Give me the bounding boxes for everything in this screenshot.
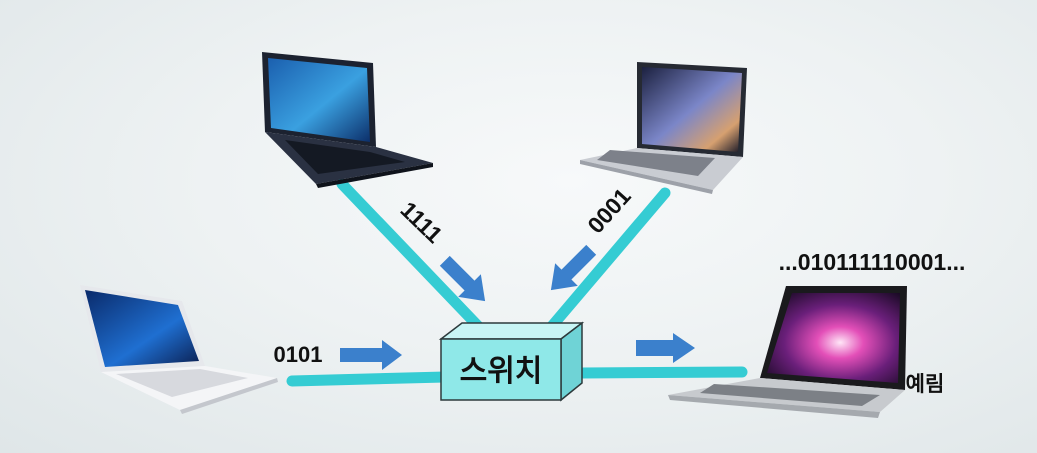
- arrow-icon: [340, 340, 402, 370]
- arrow-icon: [636, 333, 695, 363]
- arrow-icon: [550, 244, 597, 291]
- laptop-icon: [80, 285, 278, 414]
- arrow-icon: [439, 255, 486, 302]
- bits-left: 0101: [274, 342, 323, 367]
- cable-right: [576, 366, 748, 379]
- laptop-icon: [580, 62, 747, 194]
- cable-top-left: [336, 178, 484, 332]
- cable-left: [286, 371, 451, 387]
- laptop-icon: [668, 286, 907, 418]
- receiver-name: 예림: [906, 373, 945, 396]
- switch-label: 스위치: [460, 355, 543, 388]
- cable-top-right: [546, 187, 671, 332]
- output-bit-stream: ...010111110001...: [779, 249, 966, 275]
- laptop-icon: [262, 52, 433, 188]
- cables: [286, 178, 748, 387]
- arrows: [340, 244, 695, 370]
- switch-box-icon: [438, 321, 585, 402]
